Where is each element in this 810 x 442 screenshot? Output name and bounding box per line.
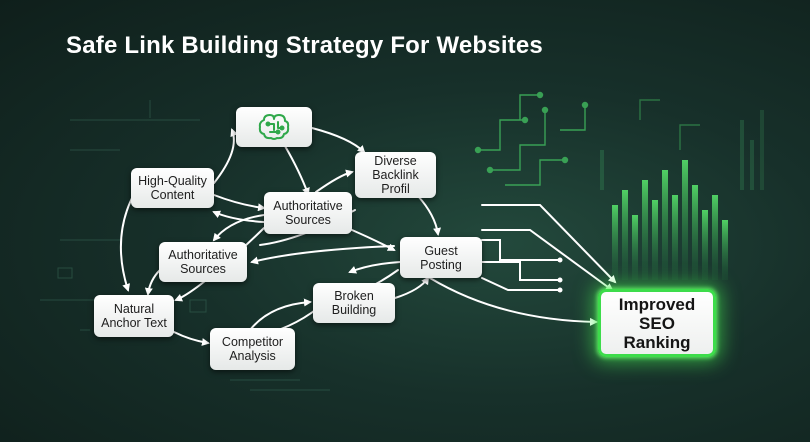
arrow-auth1-to-guest — [351, 229, 396, 251]
node-natural-anchor-text: Natural Anchor Text — [94, 295, 174, 337]
arrow-auth1-to-content — [212, 210, 265, 223]
arrow-guest-to-auth2 — [250, 245, 395, 265]
arrow-guest-to-seo-1 — [481, 229, 614, 292]
background-circuit-pattern — [40, 100, 330, 391]
arrow-content-to-top — [213, 128, 238, 184]
node-guest-posting: Guest Posting — [400, 237, 482, 278]
arrow-broken-to-guest — [394, 276, 430, 299]
arrow-guest-to-broken-2 — [348, 261, 401, 274]
node-competitor-analysis: Competitor Analysis — [210, 328, 295, 370]
arrow-competitor-to-broken — [249, 298, 312, 331]
background-bar-chart — [600, 110, 764, 280]
arrow-auth1-to-auth2 — [212, 214, 265, 242]
arrow-guest-to-seo-5 — [429, 277, 598, 326]
arrow-content-to-auth1 — [213, 194, 266, 212]
node-improved-seo-ranking: Improved SEO Ranking — [598, 289, 716, 357]
brain-node — [236, 107, 312, 147]
page-title: Safe Link Building Strategy For Websites — [66, 32, 543, 59]
node-authoritative-sources-1: Authoritative Sources — [264, 192, 352, 234]
circuit-dots — [557, 257, 563, 293]
arrow-content-to-natural — [119, 197, 133, 292]
brain-circuit-icon — [258, 114, 290, 140]
arrow-diverse-to-guest — [417, 195, 442, 236]
arrow-natural-to-competitor — [173, 331, 210, 346]
arrow-guest-to-seo-4 — [481, 277, 561, 291]
node-diverse-backlink-profile: Diverse Backlink Profil — [355, 152, 436, 198]
arrow-top-to-diverse — [311, 127, 366, 154]
arrow-guest-to-seo-2 — [481, 239, 561, 261]
arrow-guest-to-seo-3 — [481, 261, 561, 281]
arrow-top-to-auth1 — [284, 145, 310, 196]
diagram-arrows — [119, 127, 617, 346]
arrow-diverse-to-seo — [481, 204, 617, 284]
node-authoritative-sources-2: Authoritative Sources — [159, 242, 247, 282]
background-circuit-green — [474, 91, 700, 186]
arrow-auth1-to-diverse — [315, 169, 354, 193]
node-high-quality-content: High-Quality Content — [131, 168, 214, 208]
arrow-auth2-to-natural — [144, 269, 161, 296]
node-broken-building: Broken Building — [313, 283, 395, 323]
